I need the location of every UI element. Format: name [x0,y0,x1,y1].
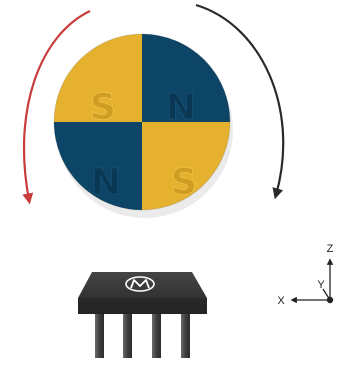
pole-label-top-right: N [166,87,196,128]
coordinate-axes: Z X Y [277,243,333,307]
sensor-ic [78,272,207,358]
axes-origin [327,297,333,303]
sensor-pin [123,308,132,358]
y-axis-label: Y [317,279,325,291]
z-axis-label: Z [327,243,334,255]
sensor-pin [181,308,190,358]
pole-label-top-left: S [90,87,116,128]
sensor-pins [95,308,190,358]
pole-label-bottom-right: S [171,162,197,203]
sensor-pin [152,308,161,358]
x-axis-label: X [277,295,285,307]
diametric-magnet: S N N S [54,34,233,218]
sensor-pin [95,308,104,358]
pole-label-bottom-left: N [91,162,121,203]
